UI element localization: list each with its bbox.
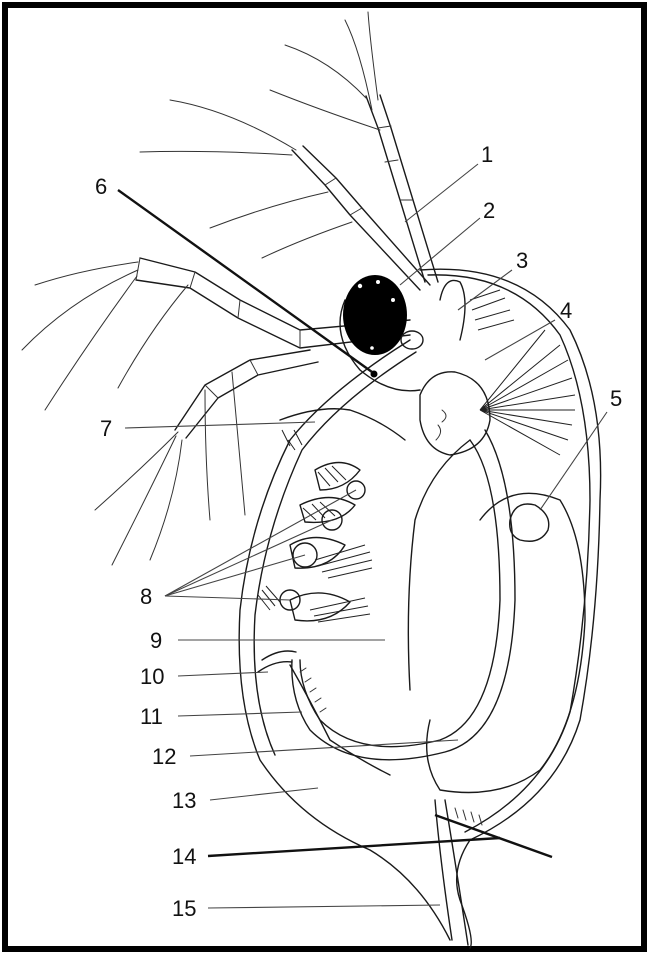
leader-14-spine bbox=[435, 815, 552, 857]
brain bbox=[420, 372, 490, 455]
leader-8c bbox=[165, 596, 290, 600]
leader-13 bbox=[210, 788, 318, 800]
leader-3 bbox=[458, 270, 512, 310]
label-12: 12 bbox=[152, 744, 176, 769]
label-2: 2 bbox=[483, 198, 495, 223]
leader-6 bbox=[118, 190, 372, 372]
label-10: 10 bbox=[140, 664, 164, 689]
brood-chamber bbox=[427, 493, 585, 792]
leader-8b bbox=[165, 555, 305, 596]
label-6: 6 bbox=[95, 174, 107, 199]
first-antenna-branch bbox=[95, 350, 318, 565]
label-1: 1 bbox=[481, 142, 493, 167]
leader-15 bbox=[208, 905, 440, 908]
leader-7 bbox=[125, 422, 315, 428]
label-7: 7 bbox=[100, 416, 112, 441]
gut bbox=[292, 430, 515, 760]
heart bbox=[510, 504, 549, 541]
leader-1 bbox=[405, 164, 478, 222]
thoracic-legs bbox=[258, 430, 372, 622]
label-4: 4 bbox=[560, 298, 572, 323]
label-9: 9 bbox=[150, 628, 162, 653]
leader-11 bbox=[178, 712, 302, 716]
leader-8a bbox=[165, 520, 332, 596]
diagram-frame bbox=[5, 5, 644, 949]
label-11: 11 bbox=[140, 704, 163, 729]
number-labels: 1 2 3 4 5 6 7 8 9 10 11 12 13 14 15 bbox=[95, 142, 622, 921]
label-5: 5 bbox=[610, 386, 622, 411]
second-antenna-upper bbox=[270, 12, 438, 282]
label-14: 14 bbox=[172, 844, 196, 869]
label-13: 13 bbox=[172, 788, 196, 813]
leader-4 bbox=[485, 320, 555, 360]
leader-5 bbox=[540, 412, 607, 510]
label-3: 3 bbox=[516, 248, 528, 273]
antennal-muscles bbox=[440, 280, 575, 455]
carapace-outline bbox=[239, 269, 600, 948]
compound-eye bbox=[343, 275, 407, 355]
leader-14 bbox=[208, 838, 500, 856]
leader-10 bbox=[178, 672, 268, 676]
label-15: 15 bbox=[172, 896, 196, 921]
second-antenna-mid bbox=[140, 100, 430, 290]
label-8: 8 bbox=[140, 584, 152, 609]
